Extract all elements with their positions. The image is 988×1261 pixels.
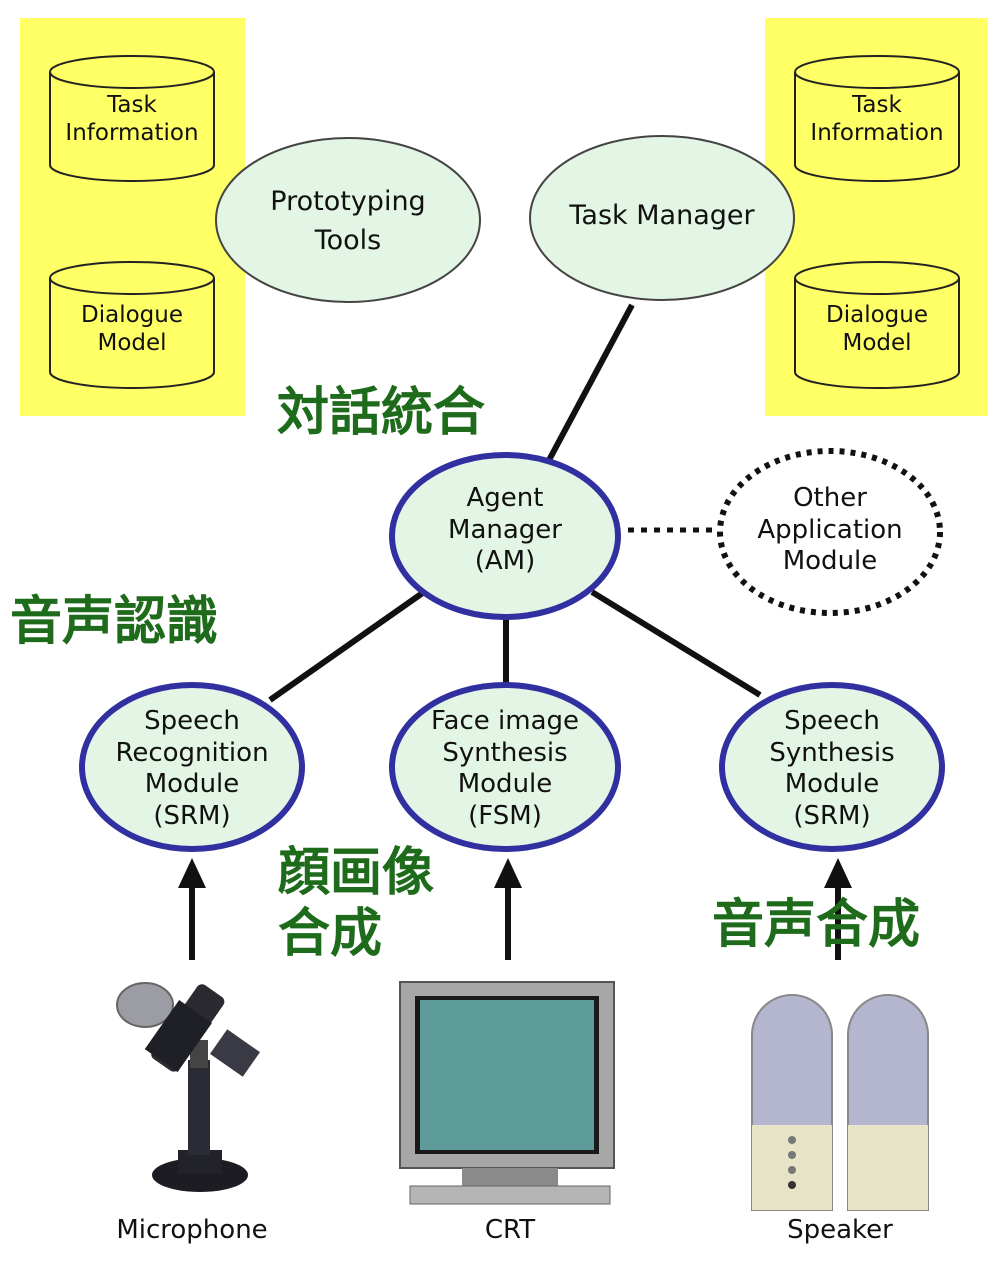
arrow-icon — [494, 858, 522, 960]
crt-label: CRT — [484, 1215, 536, 1245]
speaker-icon — [751, 994, 929, 1211]
task-manager-label: Task Manager — [569, 200, 755, 231]
connectors — [268, 303, 762, 703]
left-db-dialogue-label: Dialogue Model — [81, 302, 183, 356]
right-db-dialogue-label: Dialogue Model — [826, 302, 928, 356]
database-icon — [49, 261, 215, 389]
speech-recognition-ellipse — [79, 682, 305, 852]
jp-dialogue-integration-label: 対話統合 — [277, 383, 486, 443]
jp-face-image-synthesis-label: 顔画像 合成 — [278, 843, 435, 965]
prototyping-tools-ellipse — [215, 137, 481, 303]
left-db-task-label: Task Information — [65, 92, 199, 146]
arrow-icon — [178, 858, 206, 960]
speaker-label: Speaker — [787, 1215, 893, 1245]
prototyping-tools-label: Prototyping Tools — [270, 186, 426, 257]
microphone-label: Microphone — [116, 1215, 268, 1245]
jp-speech-synthesis-label: 音声合成 — [712, 895, 921, 955]
crt-monitor-icon — [399, 981, 615, 1205]
agent-manager-ellipse — [389, 452, 621, 620]
database-icon — [49, 55, 215, 182]
jp-speech-recognition-label: 音声認識 — [10, 592, 219, 652]
database-icon — [794, 55, 960, 182]
right-db-task-label: Task Information — [810, 92, 944, 146]
database-icon — [794, 261, 960, 389]
speech-synthesis-ellipse — [719, 682, 945, 852]
agent-manager-label: Agent Manager (AM) — [448, 483, 562, 577]
speech-synthesis-label: Speech Synthesis Module (SRM) — [769, 706, 895, 832]
other-module-label: Other Application Module — [757, 483, 903, 577]
face-image-label: Face image Synthesis Module (FSM) — [430, 706, 580, 832]
task-manager-ellipse — [529, 135, 795, 301]
microphone-icon — [116, 982, 260, 1192]
arrow-icon — [824, 858, 852, 960]
speech-recognition-label: Speech Recognition Module (SRM) — [115, 706, 269, 832]
face-image-ellipse — [389, 682, 621, 852]
other-module-ellipse — [717, 448, 943, 616]
